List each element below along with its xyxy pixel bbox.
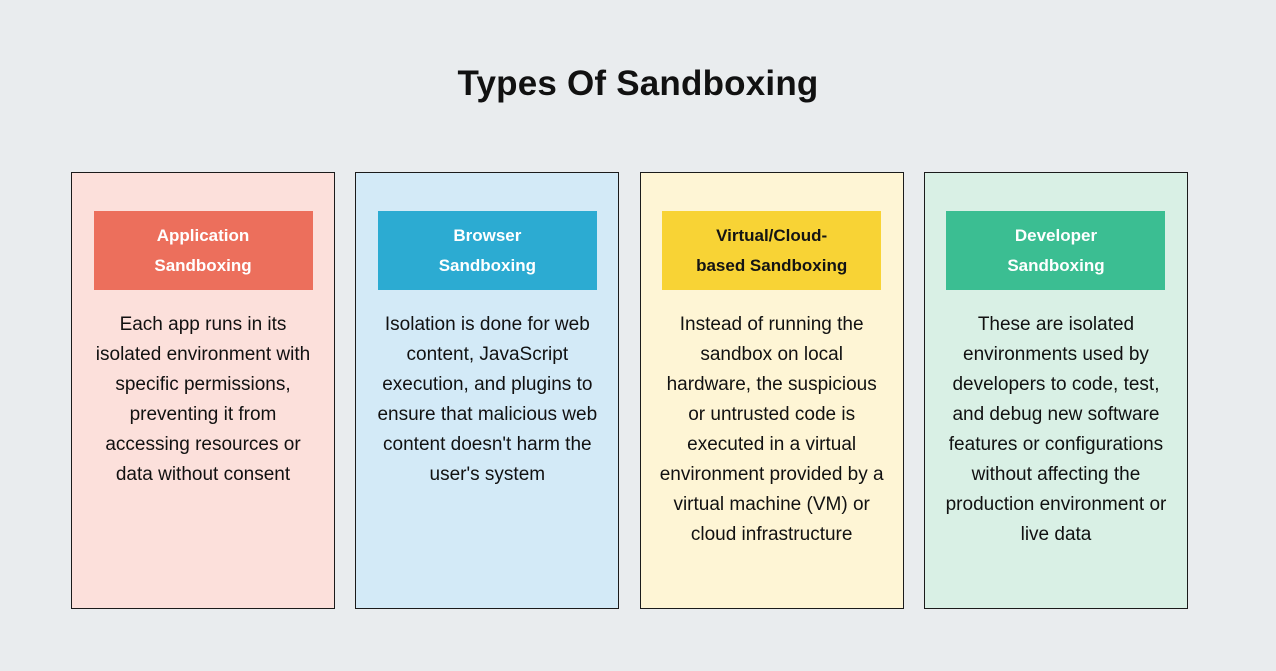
sandboxing-card-list: Application Sandboxing Each app runs in … <box>71 172 1188 609</box>
card-body-virtual-cloud-based-sandboxing: Instead of running the sandbox on local … <box>659 314 884 546</box>
card-header-line-2: Sandboxing <box>154 255 252 275</box>
card-header-line-2: Sandboxing <box>438 255 536 275</box>
card-header-line-2: Sandboxing <box>1007 255 1105 275</box>
card-body-application-sandboxing: Each app runs in its isolated environmen… <box>95 314 311 486</box>
card-body-browser-sandboxing: Isolation is done for web content, JavaS… <box>377 314 598 486</box>
card-virtual-cloud-based-sandboxing: Virtual/Cloud- based Sandboxing Instead … <box>639 172 904 609</box>
card-header-line-1: Application <box>156 225 250 245</box>
card-browser-sandboxing: Browser Sandboxing Isolation is done for… <box>355 172 620 609</box>
card-header-line-1: Virtual/Cloud- <box>716 225 828 245</box>
card-developer-sandboxing: Developer Sandboxing These are isolated … <box>923 172 1188 609</box>
card-header-developer-sandboxing: Developer Sandboxing <box>946 211 1166 290</box>
card-application-sandboxing: Application Sandboxing Each app runs in … <box>71 172 335 609</box>
card-header-browser-sandboxing: Browser Sandboxing <box>377 211 597 290</box>
card-header-line-2: based Sandboxing <box>696 255 848 275</box>
card-header-virtual-cloud-based-sandboxing: Virtual/Cloud- based Sandboxing <box>662 211 882 290</box>
card-header-application-sandboxing: Application Sandboxing <box>93 211 313 290</box>
page-title: Types Of Sandboxing <box>457 64 819 103</box>
card-header-line-1: Developer <box>1014 225 1098 245</box>
card-body-developer-sandboxing: These are isolated environments used by … <box>945 314 1167 546</box>
card-header-line-1: Browser <box>453 225 522 245</box>
